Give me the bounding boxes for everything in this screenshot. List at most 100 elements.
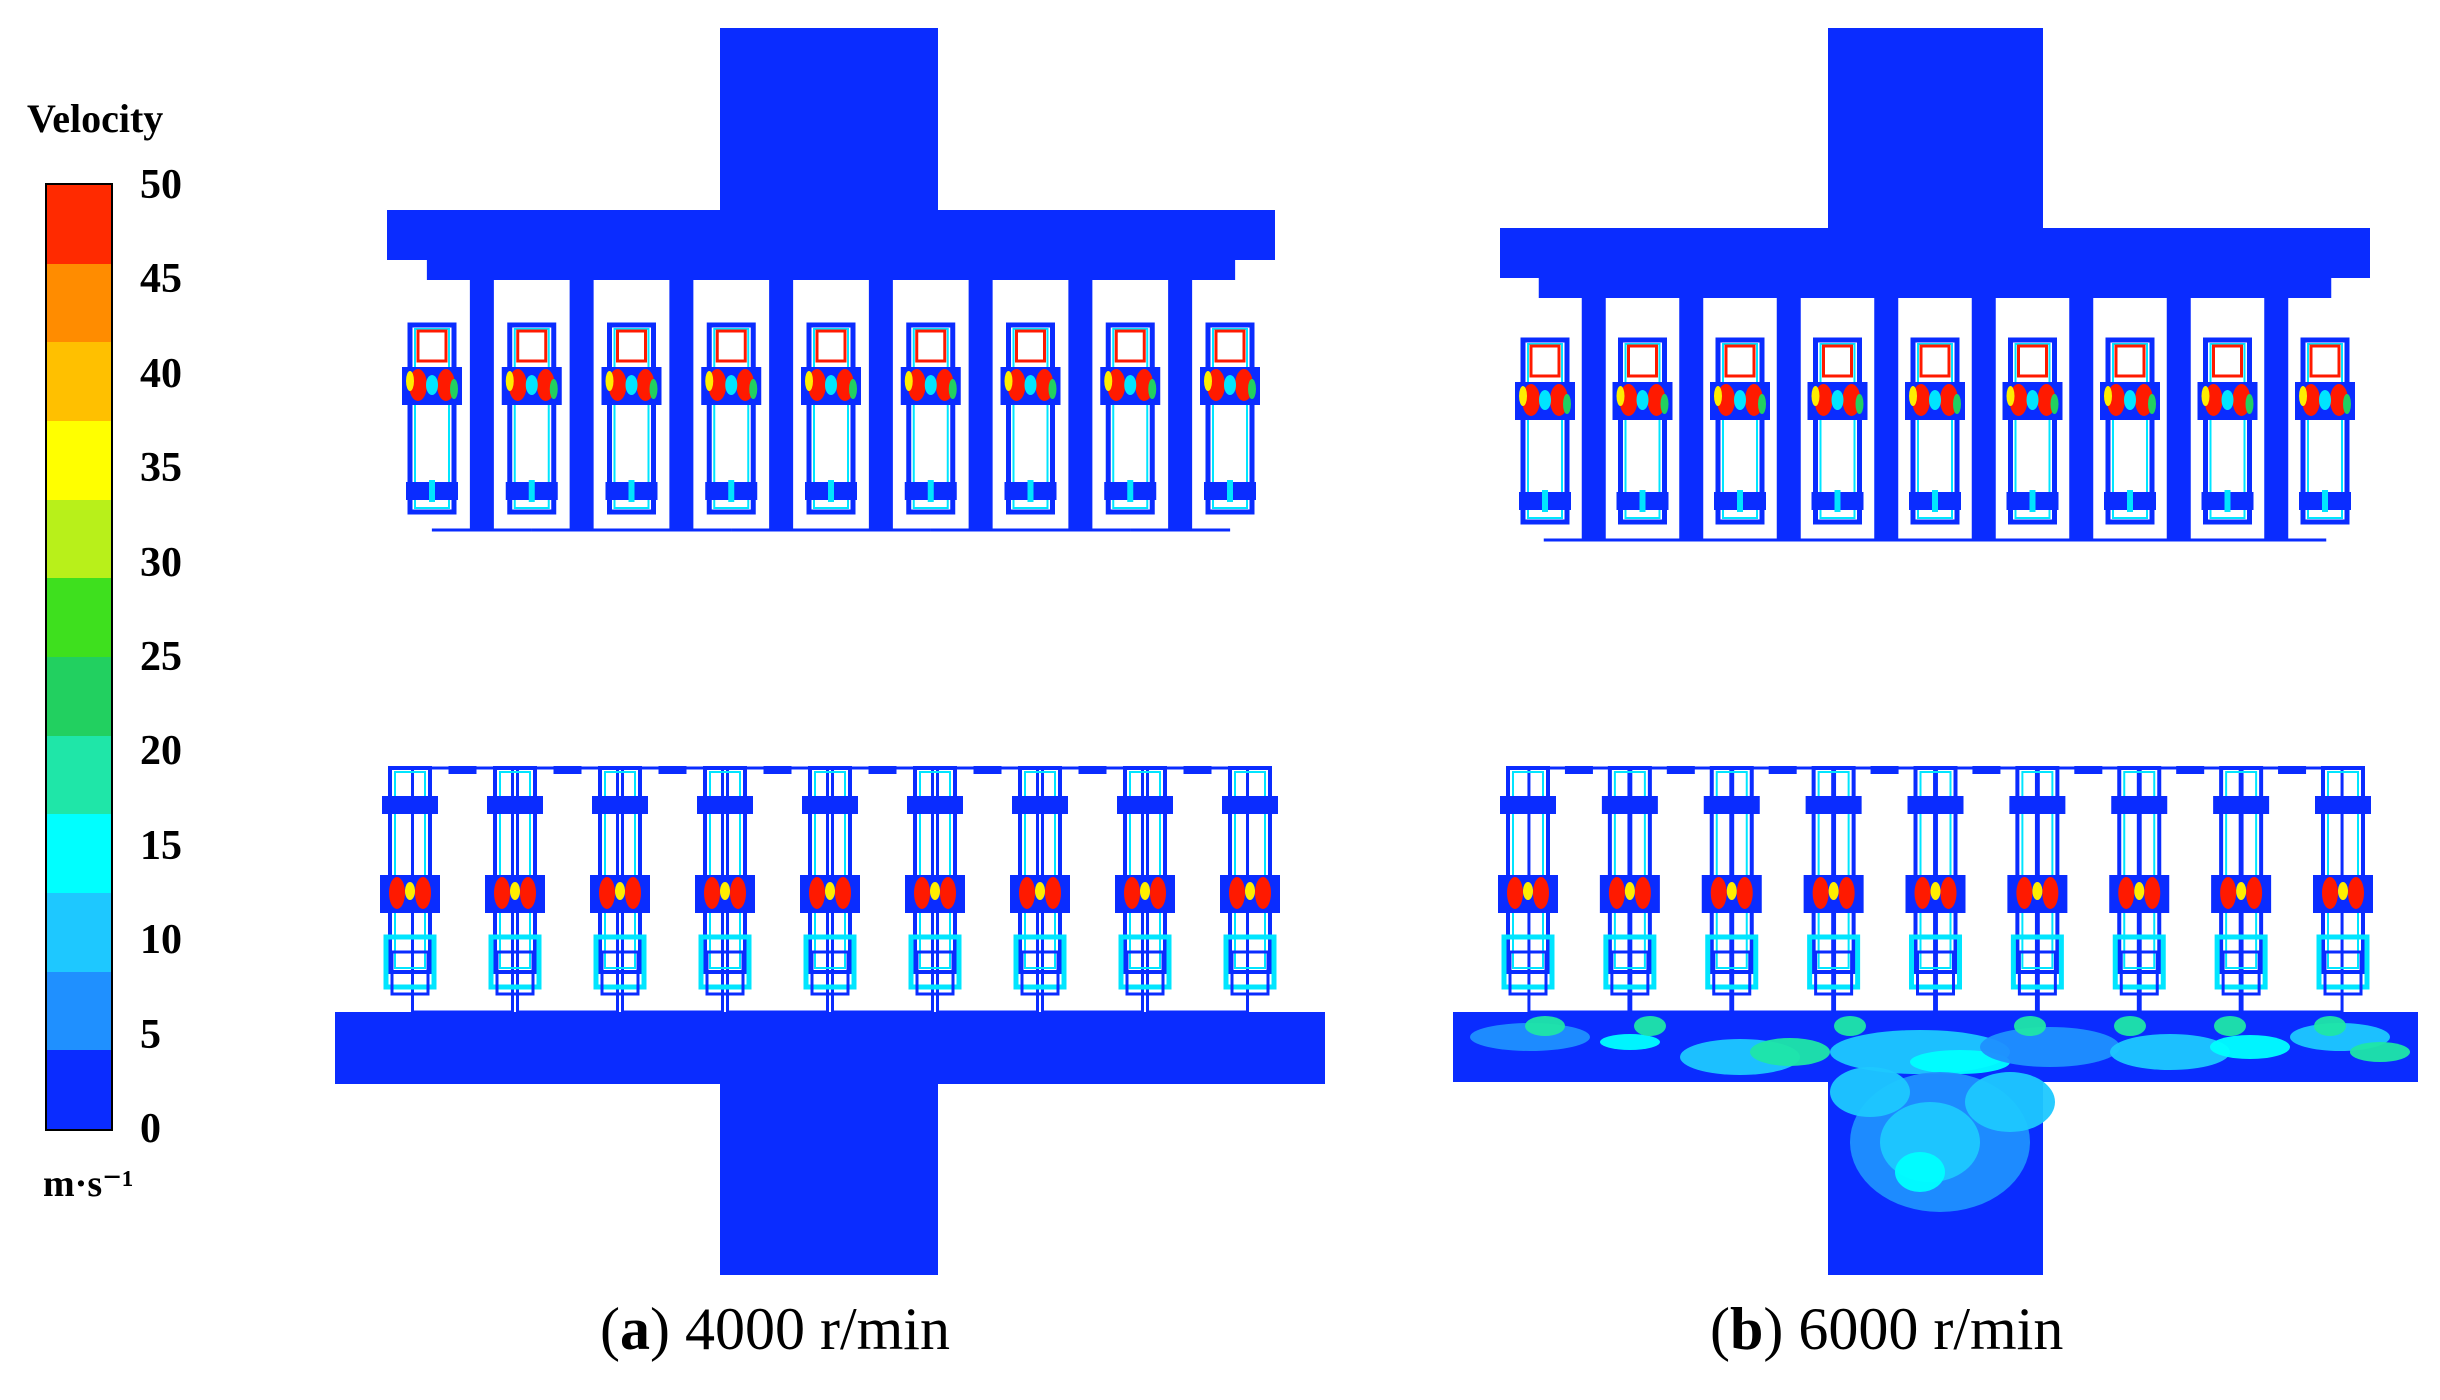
inlet-shaft [720, 28, 938, 215]
hotspot-center [1024, 375, 1037, 395]
hotspot-left [2322, 877, 2338, 909]
slot-foot [2316, 934, 2370, 990]
slot-channel-edge [2014, 343, 2051, 519]
hotspot-center [1636, 390, 1649, 410]
slot-foot [2010, 934, 2064, 990]
slot-channel-edge [604, 771, 636, 969]
slot-hot-edge [2114, 344, 2146, 378]
hotspot-edge [2299, 386, 2307, 406]
slot-hot-edge [2309, 344, 2341, 378]
caption-a-letter: a [619, 1296, 650, 1362]
velocity-plume [1830, 1067, 1910, 1117]
slot-low-jet [1127, 480, 1134, 502]
vertical-bar [968, 260, 993, 530]
slot-channel [388, 766, 432, 974]
hotspot-left [1229, 877, 1245, 909]
pocket-notch [973, 766, 1002, 774]
slot-channel [493, 766, 537, 974]
vertical-bar [1068, 260, 1093, 530]
hotspot-edge [406, 371, 414, 391]
pocket-notch [868, 766, 897, 774]
panel-a-4000rpm [335, 28, 1325, 1275]
slot-foot [383, 934, 437, 990]
vertical-bar [1874, 278, 1899, 540]
colorbar-tick-label: 25 [140, 634, 182, 680]
slot-foot [1807, 934, 1861, 990]
hotspot-right [1255, 877, 1271, 909]
hotspot-edge [1563, 394, 1571, 414]
velocity-plume [1965, 1072, 2055, 1132]
slot-channel [913, 766, 957, 974]
slot-low-jet [2127, 490, 2133, 512]
hotspot-left [599, 877, 615, 909]
slot-foot-inner [1125, 950, 1165, 996]
slot-channel-edge [919, 771, 951, 969]
colorbar-segment [47, 971, 111, 1051]
hotspot-right [940, 877, 956, 909]
colorbar-segment [47, 263, 111, 343]
slot-foot-inner [495, 950, 535, 996]
colorbar-segment [47, 814, 111, 893]
hotspot-edge [1248, 379, 1256, 399]
hotspot-center [2319, 390, 2331, 410]
slot-channel-edge [1112, 328, 1149, 509]
slot-channel [2321, 766, 2365, 974]
caption-a-text: 4000 r/min [684, 1296, 950, 1362]
colorbar-segment [47, 892, 111, 972]
hotspot-edge [2006, 386, 2015, 406]
slot-foot [803, 934, 857, 990]
slot-channel-edge [2021, 771, 2054, 969]
slot-hot-edge [1015, 329, 1046, 363]
slot-top-block [2315, 796, 2371, 814]
hotspot-left [1608, 877, 1625, 909]
hotspot-right [1736, 877, 1753, 909]
hotspot-right [1838, 877, 1855, 909]
hotspot-center [2134, 882, 2145, 900]
slot-channel [2105, 337, 2155, 525]
slot-channel [1811, 766, 1856, 974]
pocket-notch [1666, 766, 1695, 774]
slot-low-jet [528, 480, 535, 502]
slot-channel [507, 322, 557, 515]
hotspot-center [510, 882, 520, 900]
vertical-bar [769, 260, 794, 530]
slot-low-jet [2322, 490, 2328, 512]
hotspot-center [1539, 390, 1551, 410]
slot-foot [908, 934, 962, 990]
slot-top-block [697, 796, 753, 814]
hotspot-edge [1148, 379, 1157, 399]
hotspot-edge [2343, 394, 2351, 414]
pocket-notch [1768, 766, 1797, 774]
slot-top-block [2111, 796, 2168, 814]
slot-foot-inner [600, 950, 640, 996]
slot-foot [1705, 934, 1759, 990]
hotspot-edge [2245, 394, 2254, 414]
slot-channel [1018, 766, 1062, 974]
hotspot-left [1710, 877, 1727, 909]
slot-hot-edge [416, 329, 448, 363]
slot-channel-edge [1527, 343, 1563, 519]
hotspot-left [1019, 877, 1035, 909]
slot-low-jet [927, 480, 934, 502]
slot-channel-edge [414, 328, 450, 509]
slot-top-block [2213, 796, 2270, 814]
colorbar-tick-label: 40 [140, 350, 182, 397]
velocity-plume [1834, 1016, 1866, 1036]
legend-unit-text: m·s⁻¹ [43, 1163, 134, 1205]
colorbar-tick-label: 20 [140, 728, 182, 775]
slot-top-block [1907, 796, 1964, 814]
pocket-notch [658, 766, 687, 774]
pocket-notch [2176, 766, 2205, 774]
slot-channel [1123, 766, 1167, 974]
slot-channel [703, 766, 747, 974]
slot-channel-edge [1715, 771, 1748, 969]
hotspot-center [825, 375, 837, 395]
slot-top-block [1805, 796, 1862, 814]
hotspot-right [2144, 877, 2161, 909]
legend-title: Velocity [27, 96, 164, 141]
colorbar-segment [47, 420, 111, 500]
slot-channel [1709, 766, 1754, 974]
slot-channel [1715, 337, 1765, 525]
hotspot-edge [2050, 394, 2059, 414]
slot-channel [1105, 322, 1155, 515]
